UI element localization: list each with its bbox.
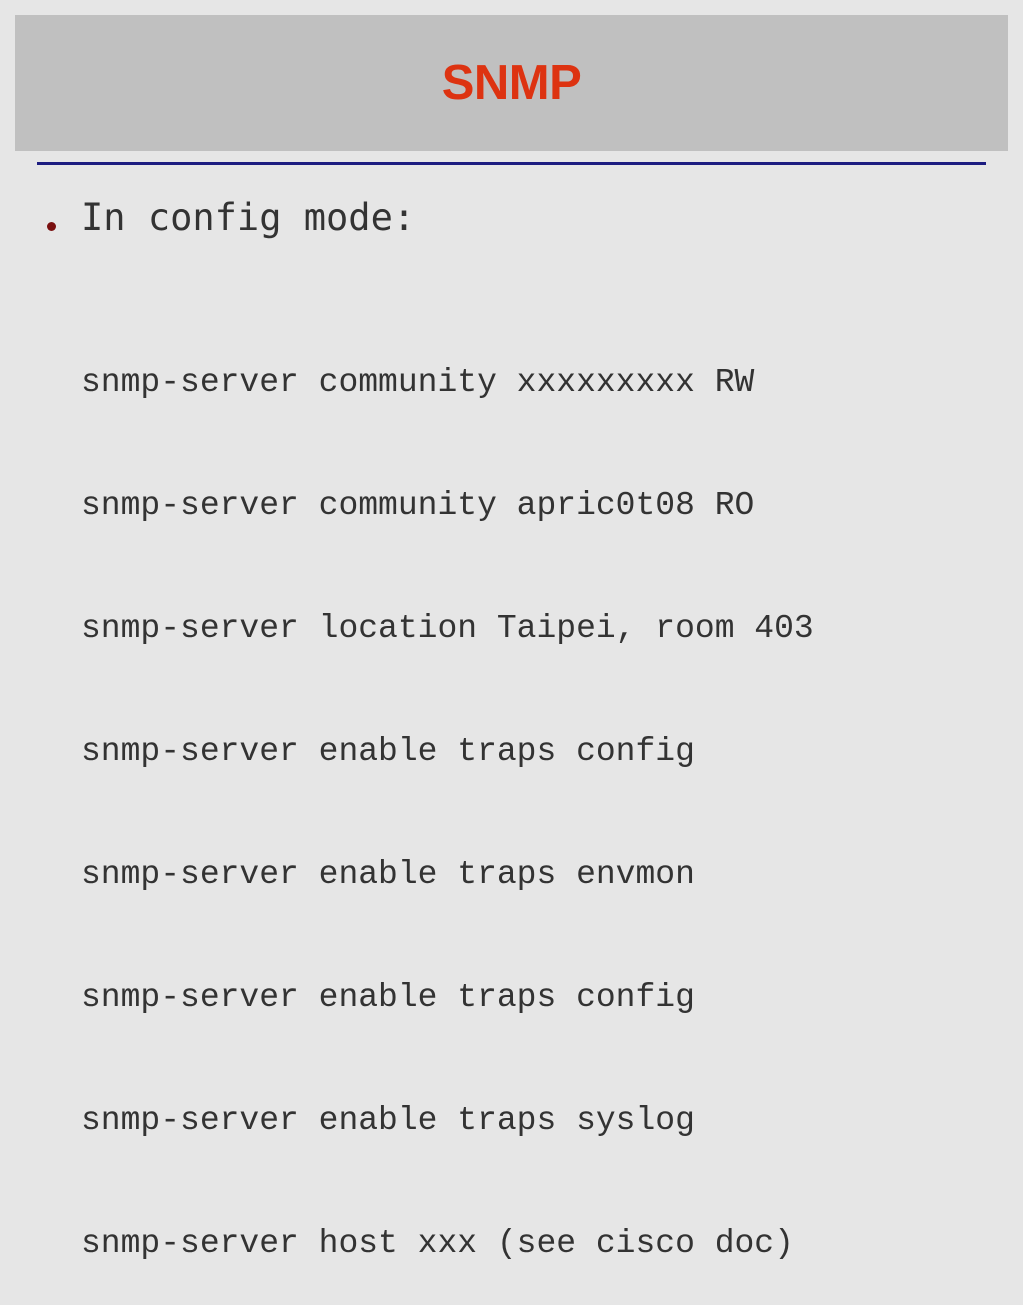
code-line: snmp-server enable traps envmon xyxy=(81,856,695,893)
code-line: snmp-server community apric0t08 RO xyxy=(81,487,755,524)
bullet-text: In config mode: xyxy=(81,196,416,239)
code-line: snmp-server enable traps config xyxy=(81,733,695,770)
title-divider xyxy=(37,162,986,165)
bullet-icon xyxy=(47,222,56,231)
code-line: snmp-server location Taipei, room 403 xyxy=(81,610,814,647)
title-band: SNMP xyxy=(15,15,1008,151)
code-line: snmp-server enable traps syslog xyxy=(81,1102,695,1139)
code-line: snmp-server community xxxxxxxxx RW xyxy=(81,364,755,401)
code-line: snmp-server host xxx (see cisco doc) xyxy=(81,1225,794,1262)
code-line: snmp-server enable traps config xyxy=(81,979,695,1016)
slide-title: SNMP xyxy=(441,56,582,110)
code-block: snmp-server community xxxxxxxxx RW snmp-… xyxy=(81,280,814,1305)
